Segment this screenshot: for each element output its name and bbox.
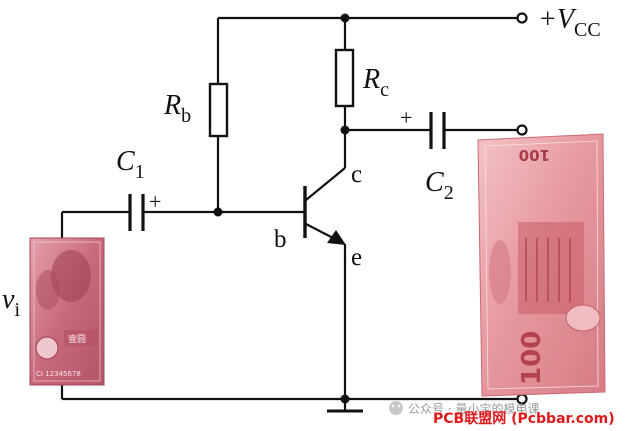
- watermark-account: 公众号 · 量小宝的模电课: [408, 401, 539, 416]
- wires: [60, 16, 518, 413]
- c2-label: C2: [425, 167, 454, 204]
- junction-base: [213, 207, 223, 217]
- npn-transistor: [303, 167, 346, 245]
- emitter-arrow-icon: [327, 230, 346, 245]
- rb-label: Rb: [163, 90, 191, 127]
- building-vignette: [518, 222, 584, 314]
- base-label: b: [274, 226, 287, 253]
- c1-label: C1: [116, 146, 145, 183]
- wechat-icon: [389, 401, 403, 415]
- junctions: [213, 13, 350, 404]
- watermark-site: PCB联盟网 (Pcbbar.com): [433, 411, 615, 427]
- banknote-large-top-value: 100: [519, 146, 550, 164]
- terminals: [516, 12, 528, 405]
- capacitor-c1: [128, 194, 145, 231]
- vcc-label: +VCC: [538, 4, 601, 41]
- vi-label: vi: [2, 284, 20, 321]
- resistor-rb: [208, 82, 229, 138]
- banknote-small-denomination: 壹圆: [68, 333, 86, 345]
- banknote-small: CI 12345678 壹圆: [29, 237, 105, 386]
- capacitor-c2: [429, 112, 446, 149]
- c1-plus-label: +: [149, 189, 161, 214]
- transistor-collector-lead: [305, 167, 346, 201]
- banknote-small-serial: CI 12345678: [36, 370, 81, 378]
- banknote-large: 100 100: [477, 133, 606, 397]
- watermark: 公众号 · 量小宝的模电课 PCB联盟网 (Pcbbar.com): [389, 401, 615, 427]
- resistor-rc: [334, 48, 355, 108]
- emitter-label: e: [351, 244, 362, 271]
- junction-vcc: [340, 13, 350, 23]
- junction-ground: [340, 394, 350, 404]
- c2-plus-label: +: [400, 105, 412, 130]
- output-terminal: [516, 124, 528, 136]
- junction-collector: [340, 125, 350, 135]
- rc-label: Rc: [362, 64, 389, 101]
- banknote-large-bottom-value: 100: [517, 331, 547, 385]
- vcc-terminal: [516, 12, 528, 24]
- collector-label: c: [351, 161, 362, 188]
